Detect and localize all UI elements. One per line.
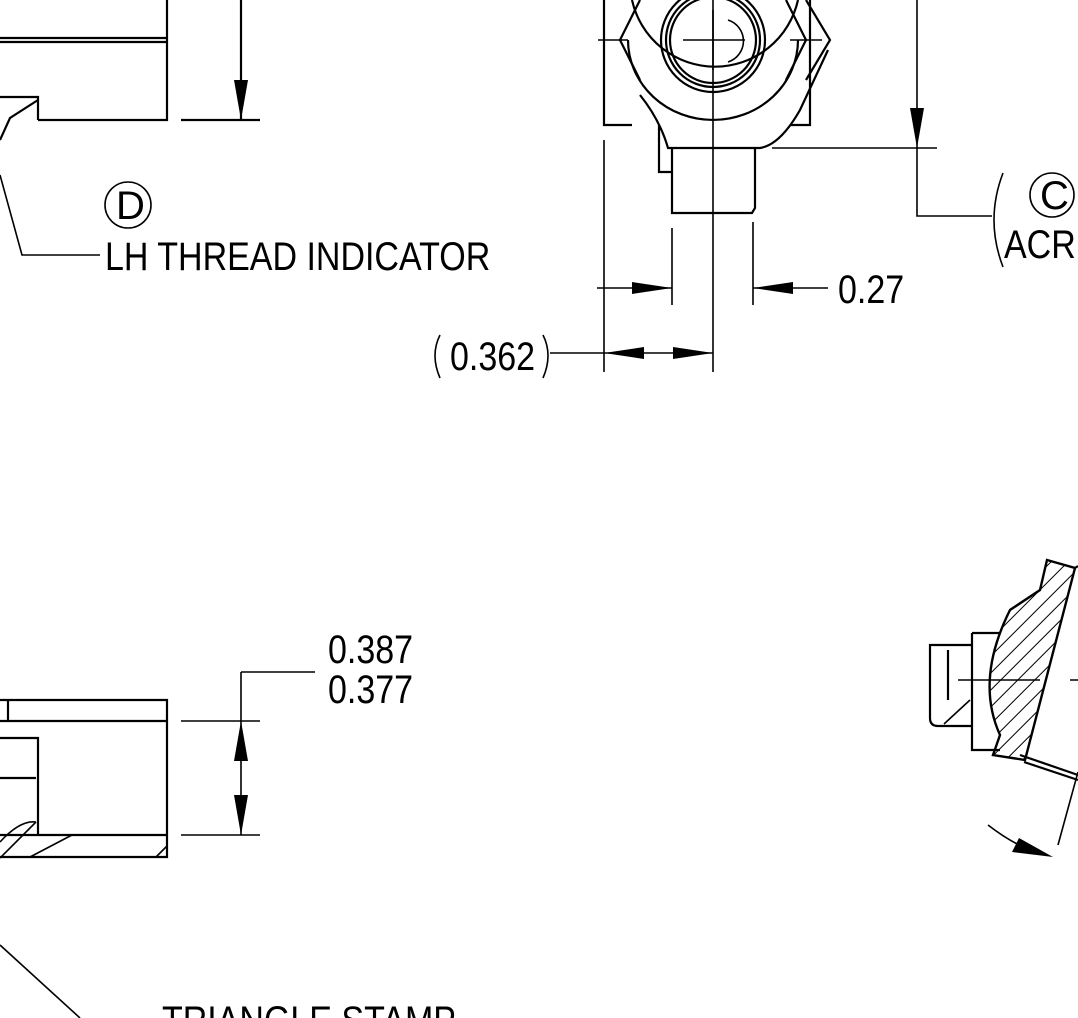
c-symbol: C: [1040, 174, 1069, 218]
bottom-right-section-view: [928, 558, 1078, 857]
dimension-0-27: 0.27: [838, 266, 904, 311]
c-symbol-circle: [1029, 172, 1075, 218]
d-symbol: D: [116, 184, 145, 228]
dimension-0-377: 0.377: [328, 666, 413, 711]
dimension-0-362: 0.362: [450, 333, 535, 378]
dimension-0-387: 0.387: [328, 626, 413, 671]
d-symbol-circle: [104, 181, 152, 229]
bottom-left-view: 0.387 0.377 TRIANGLE STAMP: [0, 626, 456, 1018]
c-note: ACR: [1004, 221, 1076, 266]
top-middle-view: 0.27 0.362 C ACR: [434, 0, 1076, 379]
triangle-stamp-label: TRIANGLE STAMP: [162, 997, 456, 1018]
lh-thread-indicator-label: LH THREAD INDICATOR: [105, 233, 490, 278]
top-left-view: D LH THREAD INDICATOR: [0, 0, 490, 279]
